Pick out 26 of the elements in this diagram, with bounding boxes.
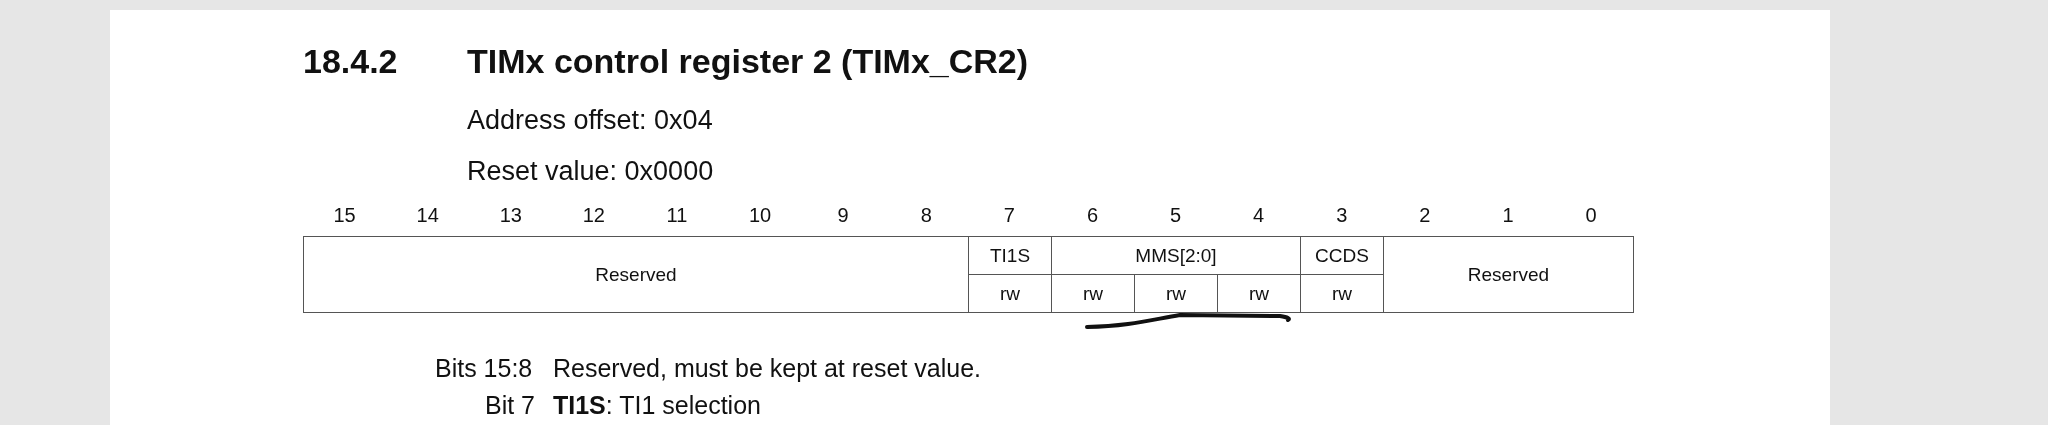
bit-number: 14 [416,204,439,227]
bit-number: 2 [1419,204,1431,227]
bit-number: 5 [1170,204,1182,227]
bit-range-label: Bit 7 [485,391,536,420]
bit-number: 13 [499,204,522,227]
bit-number: 12 [582,204,605,227]
bit-number: 6 [1086,204,1098,227]
bit-number: 9 [837,204,849,227]
bit-description: Reserved, must be kept at reset value. [553,354,981,383]
bit-field-cell: Reserved [303,236,969,313]
bit-field-cell: Reserved [1383,236,1634,313]
section-heading: TIMx control register 2 (TIMx_CR2) [467,42,1029,81]
section-number: 18.4.2 [303,42,398,81]
address-offset-text: Address offset: 0x04 [467,105,713,136]
reset-value-text: Reset value: 0x0000 [467,156,714,187]
bit-number: 8 [920,204,932,227]
bit-number: 7 [1003,204,1015,227]
bit-number: 0 [1585,204,1597,227]
bit-number: 11 [666,204,688,227]
bit-description: TI1S: TI1 selection [553,391,761,420]
bit-number: 3 [1336,204,1348,227]
bit-range-label: Bits 15:8 [435,354,533,383]
bit-number: 10 [748,204,772,227]
bit-number: 15 [333,204,356,227]
bit-number: 1 [1502,204,1514,227]
bit-number: 4 [1253,204,1265,227]
